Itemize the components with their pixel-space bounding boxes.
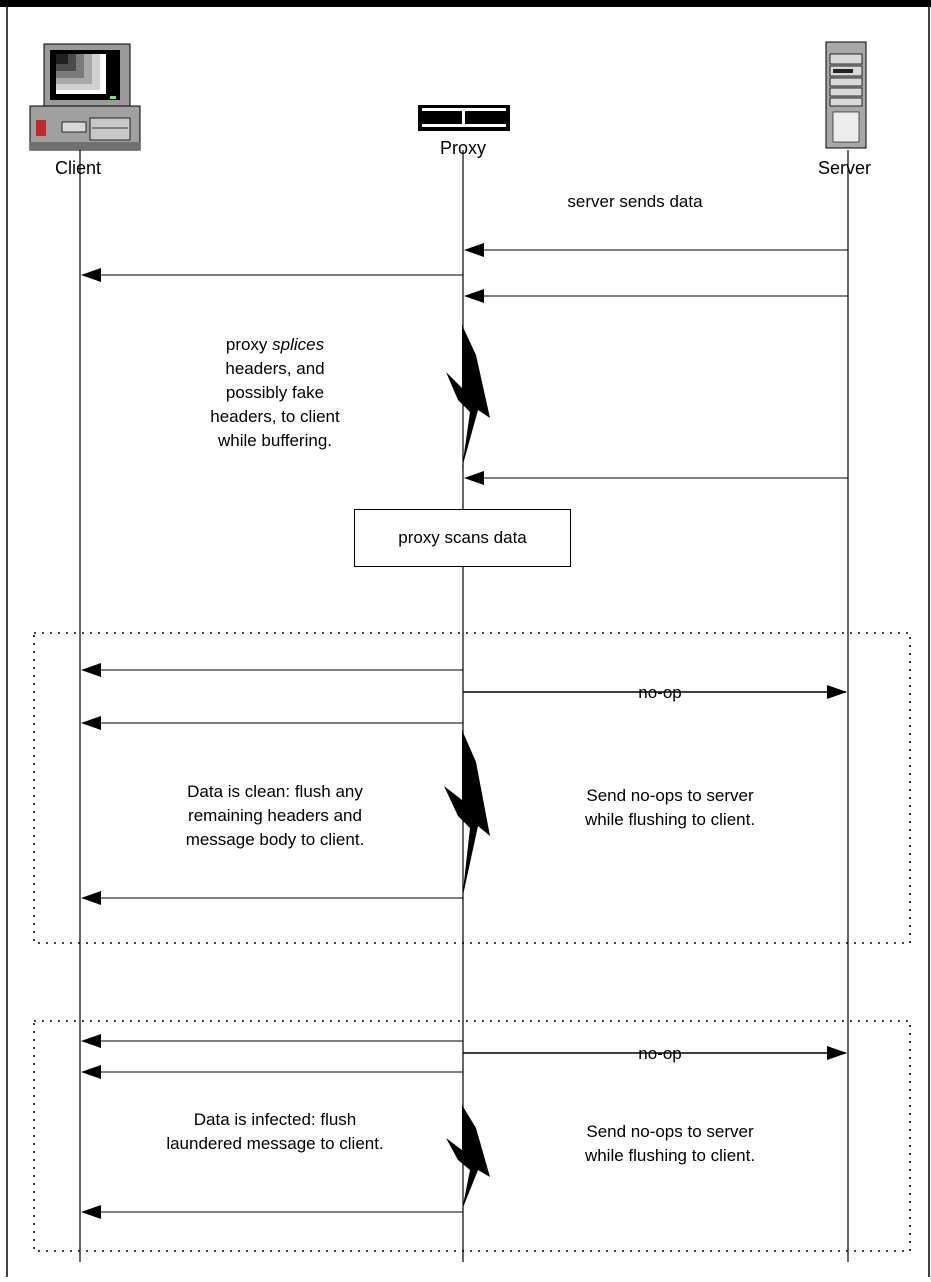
- note-line: Data is clean: flush any: [135, 780, 415, 804]
- splice-note-line: headers, and: [185, 357, 365, 381]
- client-label: Client: [55, 158, 101, 179]
- note-line: while flushing to client.: [540, 808, 800, 832]
- lightning-bolt-icon: [446, 325, 490, 468]
- note-line: Data is infected: flush: [135, 1108, 415, 1132]
- server-sends-data-label: server sends data: [540, 190, 730, 214]
- infected-right-note: Send no-ops to server while flushing to …: [540, 1120, 800, 1168]
- noop-label: no-op: [620, 1042, 700, 1066]
- proxy-appliance-icon: [418, 105, 510, 131]
- noop-label: no-op: [620, 681, 700, 705]
- infected-left-note: Data is infected: flush laundered messag…: [135, 1108, 415, 1156]
- splice-note-emphasis: splices: [272, 335, 324, 354]
- server-label: Server: [818, 158, 871, 179]
- clean-left-note: Data is clean: flush any remaining heade…: [135, 780, 415, 852]
- scan-box-label: proxy scans data: [398, 528, 527, 548]
- splice-note-line: headers, to client: [185, 405, 365, 429]
- clean-right-note: Send no-ops to server while flushing to …: [540, 784, 800, 832]
- note-line: Send no-ops to server: [540, 784, 800, 808]
- note-line: message body to client.: [135, 828, 415, 852]
- tower-server-icon: [826, 42, 866, 148]
- proxy-scans-data-box: proxy scans data: [354, 509, 571, 567]
- proxy-label: Proxy: [440, 138, 486, 159]
- lightning-bolt-icon: [444, 730, 490, 900]
- desktop-computer-icon: [30, 44, 140, 150]
- note-line: laundered message to client.: [135, 1132, 415, 1156]
- note-line: remaining headers and: [135, 804, 415, 828]
- note-line: while flushing to client.: [540, 1144, 800, 1168]
- splice-note: proxy splices headers, and possibly fake…: [185, 333, 365, 453]
- splice-note-line: possibly fake: [185, 381, 365, 405]
- note-line: Send no-ops to server: [540, 1120, 800, 1144]
- lightning-bolt-icon: [446, 1105, 490, 1210]
- splice-note-line: proxy: [226, 335, 272, 354]
- splice-note-line: while buffering.: [185, 429, 365, 453]
